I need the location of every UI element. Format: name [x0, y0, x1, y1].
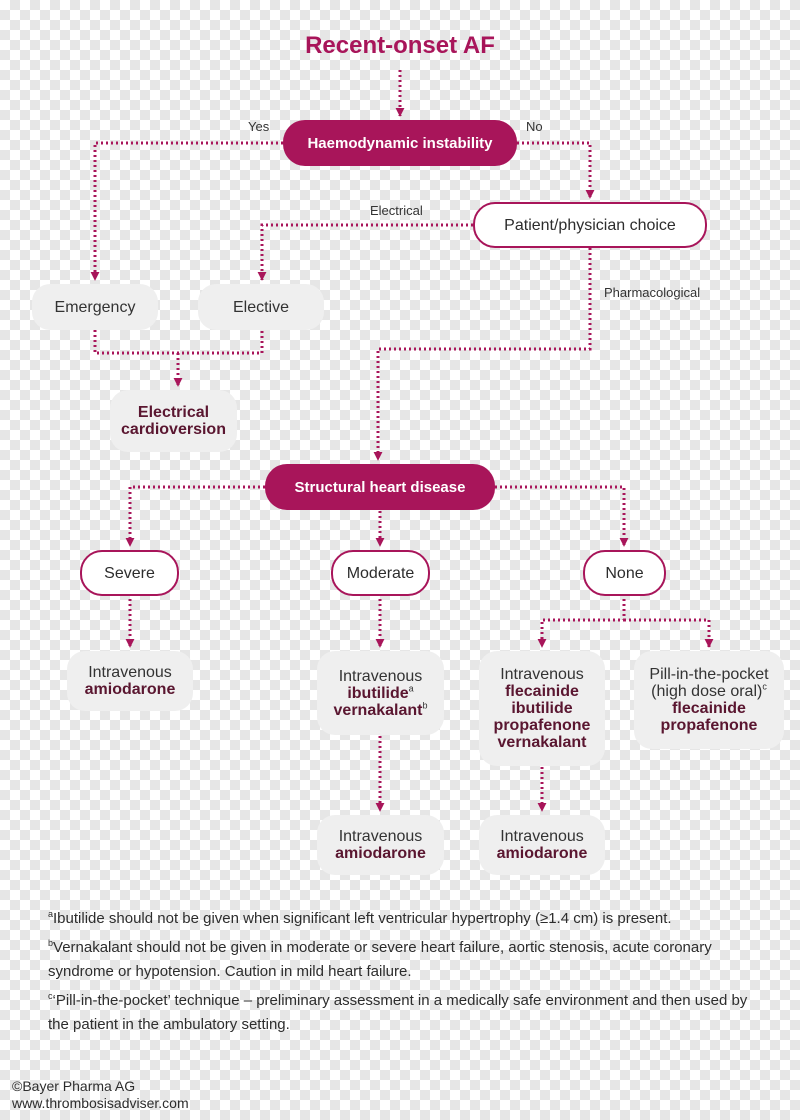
connector-structural-to-none	[495, 485, 629, 547]
footnote-text: Ibutilide should not be given when signi…	[53, 910, 672, 927]
node-elective: Elective	[198, 284, 324, 330]
node-label-line1: Electrical	[137, 404, 210, 421]
treatment-route: Intravenous	[500, 666, 584, 683]
node-label: Emergency	[54, 298, 136, 316]
connector-none-split	[537, 599, 626, 648]
pill-line2: (high dose oral)	[651, 683, 763, 700]
edge-label-pharmacological: Pharmacological	[604, 285, 701, 300]
node-moderate: Moderate	[331, 550, 430, 596]
footnote-text: Vernakalant should not be given in moder…	[48, 939, 712, 980]
node-label: Haemodynamic instability	[307, 134, 493, 152]
node-label: Severe	[104, 564, 155, 582]
footnotes: aIbutilide should not be given when sign…	[48, 907, 768, 1042]
copyright-text: ©Bayer Pharma AG	[12, 1078, 136, 1094]
node-label-line2: cardioversion	[121, 421, 226, 438]
connector-emergency-merge	[93, 330, 264, 355]
treatment-drug: vernakalant	[497, 734, 587, 751]
node-label: Moderate	[346, 564, 415, 582]
treatment-route: Intravenous	[338, 828, 423, 845]
treatment-route: Intravenous	[338, 667, 423, 685]
pill-line1: Pill-in-the-pocket	[649, 666, 769, 683]
node-electrical-cardioversion: Electrical cardioversion	[110, 390, 237, 452]
edge-label-electrical: Electrical	[370, 203, 423, 218]
copyright-block: ©Bayer Pharma AG www.thrombosisadviser.c…	[12, 1078, 189, 1112]
diagram-title: Recent-onset AF	[305, 32, 495, 59]
footnote-a: aIbutilide should not be given when sign…	[48, 907, 768, 931]
treatment-drug: propafenone	[493, 717, 591, 734]
node-none-iv-treatment: Intravenous flecainide ibutilide propafe…	[479, 651, 605, 766]
node-none-followup: Intravenous amiodarone	[479, 815, 605, 875]
treatment-drug: amiodarone	[84, 681, 176, 698]
node-label: Structural heart disease	[294, 478, 466, 496]
node-haemodynamic-instability: Haemodynamic instability	[283, 120, 517, 166]
treatment-drug: flecainide	[505, 683, 579, 700]
footnote-b: bVernakalant should not be given in mode…	[48, 936, 768, 984]
edge-label-yes: Yes	[248, 119, 270, 134]
treatment-drug-vernakalant: vernakalant	[333, 701, 423, 719]
footnote-c: c‘Pill-in-the-pocket’ technique – prelim…	[48, 989, 768, 1037]
treatment-route: Intravenous	[500, 828, 584, 845]
footnote-mark-c: c	[762, 681, 767, 692]
node-label: Patient/physician choice	[504, 216, 676, 234]
connector-pharmacological-to-structural	[373, 248, 592, 461]
website-text: www.thrombosisadviser.com	[12, 1095, 189, 1111]
footnote-mark: c	[48, 991, 53, 1001]
connector-structural-to-severe	[125, 485, 265, 547]
connector-yes-to-emergency	[90, 141, 283, 281]
node-none: None	[583, 550, 666, 596]
node-pill-in-the-pocket: Pill-in-the-pocket (high dose oral)c fle…	[634, 651, 784, 749]
footnote-mark: b	[48, 938, 54, 948]
treatment-drug: ibutilide	[511, 700, 573, 717]
node-severe-treatment: Intravenous amiodarone	[67, 651, 193, 711]
node-moderate-followup: Intravenous amiodarone	[317, 815, 444, 875]
treatment-drug: amiodarone	[335, 845, 426, 862]
node-structural-heart-disease: Structural heart disease	[265, 464, 495, 510]
connector-none-to-pill	[624, 618, 714, 648]
node-emergency: Emergency	[32, 284, 158, 330]
connector-no-to-choice	[517, 141, 595, 199]
node-moderate-treatment: Intravenous ibutilidea vernakalantb	[317, 651, 444, 735]
node-label: None	[605, 564, 644, 582]
footnote-mark: a	[48, 909, 54, 919]
treatment-drug-ibutilide: ibutilide	[347, 684, 409, 702]
treatment-route: Intravenous	[88, 664, 172, 681]
treatment-drug: flecainide	[672, 700, 746, 717]
node-severe: Severe	[80, 550, 179, 596]
treatment-drug: amiodarone	[496, 845, 588, 862]
node-patient-physician-choice: Patient/physician choice	[473, 202, 707, 248]
footnote-mark-a: a	[408, 683, 414, 694]
edge-label-no: No	[526, 119, 543, 134]
treatment-drug: propafenone	[660, 717, 758, 734]
connector-electrical-to-elective	[257, 223, 473, 281]
node-label: Elective	[232, 298, 290, 316]
footnote-mark-b: b	[422, 700, 428, 711]
footnote-text: ‘Pill-in-the-pocket’ technique – prelimi…	[48, 992, 748, 1033]
